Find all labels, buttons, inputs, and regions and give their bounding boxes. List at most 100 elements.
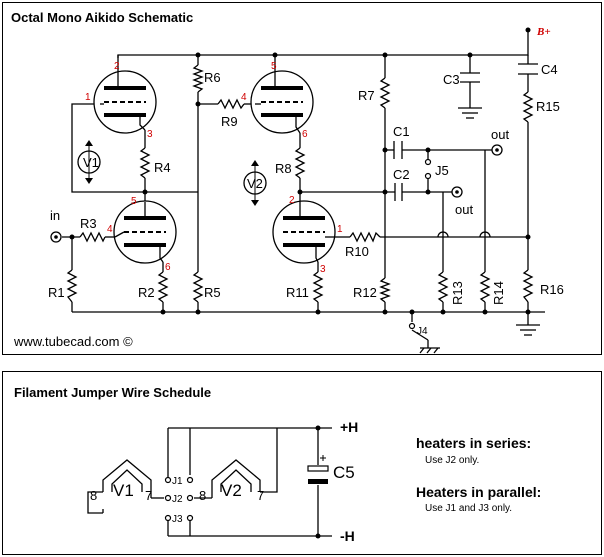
filament-tube-label-v2: V2	[221, 481, 242, 500]
output-label-2: out	[455, 202, 473, 217]
pin-label: 2	[114, 61, 120, 72]
capacitor-label-c3: C3	[443, 72, 460, 87]
terminal-out-2	[451, 186, 463, 198]
resistor-label-r11: R11	[286, 285, 309, 300]
jumper-label-j2: J2	[172, 494, 183, 505]
resistor-label-r13: R13	[450, 281, 465, 305]
capacitor-label-c2: C2	[393, 167, 410, 182]
jumper-j5-bottom	[424, 172, 432, 180]
tube-v1-upper	[93, 70, 157, 134]
resistor-label-r2: R2	[138, 285, 155, 300]
resistor-r9-shape	[217, 98, 245, 110]
meter-v2	[243, 160, 267, 206]
jumper-label-j4: J4	[417, 326, 428, 337]
resistor-r10-shape	[349, 231, 381, 243]
pin-label: 2	[289, 195, 295, 206]
pin-label: 3	[320, 264, 326, 275]
resistor-label-r4: R4	[154, 160, 171, 175]
capacitor-c1	[393, 141, 403, 159]
filament-pin-label: 7	[145, 488, 152, 503]
resistor-r7-shape	[379, 77, 391, 109]
ground-symbol-main	[516, 324, 540, 336]
filament-tube-label-v1: V1	[113, 481, 134, 500]
terminal-in	[50, 231, 62, 243]
jumper-j5-top	[424, 158, 432, 166]
filament-pin-label: 7	[257, 488, 264, 503]
filament-pin-label: 8	[199, 488, 206, 503]
resistor-r15-shape	[522, 91, 534, 123]
pin-label: 6	[302, 129, 308, 140]
supply-plus-h: +H	[340, 419, 358, 435]
resistor-label-r12: R12	[353, 285, 377, 300]
ground-symbol-j4	[419, 347, 440, 354]
capacitor-label-c1: C1	[393, 124, 410, 139]
resistor-label-r7: R7	[358, 88, 375, 103]
pin-label: 4	[107, 224, 113, 235]
resistor-r12-shape	[379, 277, 391, 303]
resistor-r5-shape	[192, 271, 204, 303]
parallel-note: Use J1 and J3 only.	[425, 503, 512, 514]
resistor-r1-shape	[66, 269, 78, 303]
supply-minus-h: -H	[340, 528, 355, 544]
capacitor-c3	[460, 72, 480, 83]
jumper-label-j3: J3	[172, 514, 183, 525]
supply-label: B+	[536, 26, 551, 38]
capacitor-label-c5: C5	[333, 463, 355, 482]
pin-label: 6	[165, 262, 171, 273]
filament-title: Filament Jumper Wire Schedule	[14, 385, 211, 400]
resistor-r3-shape	[79, 231, 106, 243]
pin-label: 5	[131, 196, 137, 207]
resistor-r13-shape	[437, 271, 449, 303]
output-label-1: out	[491, 127, 509, 142]
input-label: in	[50, 208, 60, 223]
filament-wiring	[87, 425, 332, 539]
filament-pin-label: 8	[90, 488, 97, 503]
resistor-label-r14: R14	[491, 281, 506, 305]
terminal-out-1	[491, 144, 503, 156]
resistor-r14-shape	[479, 271, 491, 303]
wiring	[62, 27, 545, 348]
capacitor-label-c4: C4	[541, 62, 558, 77]
series-note: Use J2 only.	[425, 455, 479, 466]
pin-label: 1	[85, 92, 91, 103]
schematic-panel	[2, 2, 602, 355]
meter-v1	[77, 140, 101, 184]
pin-label: 3	[147, 129, 153, 140]
resistor-label-r15: R15	[536, 99, 560, 114]
resistor-label-r1: R1	[48, 285, 65, 300]
resistor-label-r16: R16	[540, 282, 564, 297]
series-heading: heaters in series:	[416, 435, 531, 451]
parallel-heading: Heaters in parallel:	[416, 484, 541, 500]
resistor-label-r3: R3	[80, 216, 97, 231]
tube-label-v1: V1	[83, 155, 99, 170]
resistor-r8-shape	[294, 147, 306, 179]
resistor-label-r9: R9	[221, 114, 238, 129]
ground-symbol-c3	[458, 107, 482, 119]
jumper-label-j5: J5	[435, 163, 449, 178]
jumper-pins	[164, 476, 194, 522]
schematic-title: Octal Mono Aikido Schematic	[11, 10, 193, 25]
pin-label: 1	[337, 224, 343, 235]
tube-v2-upper	[250, 70, 314, 134]
resistors	[66, 64, 534, 303]
resistor-label-r8: R8	[275, 161, 292, 176]
resistor-r4-shape	[139, 147, 151, 179]
resistor-r6-shape	[192, 64, 204, 93]
tube-label-v2: V2	[247, 176, 263, 191]
capacitor-c2	[394, 183, 403, 201]
footer-credit: www.tubecad.com ©	[13, 334, 133, 349]
filament-panel	[2, 371, 602, 555]
resistor-r2-shape	[157, 271, 169, 303]
tube-v2-lower	[272, 200, 336, 264]
tube-v1-lower	[113, 200, 177, 264]
jumper-label-j1: J1	[172, 476, 183, 487]
resistor-label-r5: R5	[204, 285, 221, 300]
pin-label: 5	[271, 61, 277, 72]
resistor-r16-shape	[522, 269, 534, 303]
jumper-j4-pin	[408, 322, 416, 330]
resistor-label-r10: R10	[345, 244, 369, 259]
pin-label: 4	[241, 92, 247, 103]
resistor-label-r6: R6	[204, 70, 221, 85]
wire-crossovers	[437, 231, 491, 238]
